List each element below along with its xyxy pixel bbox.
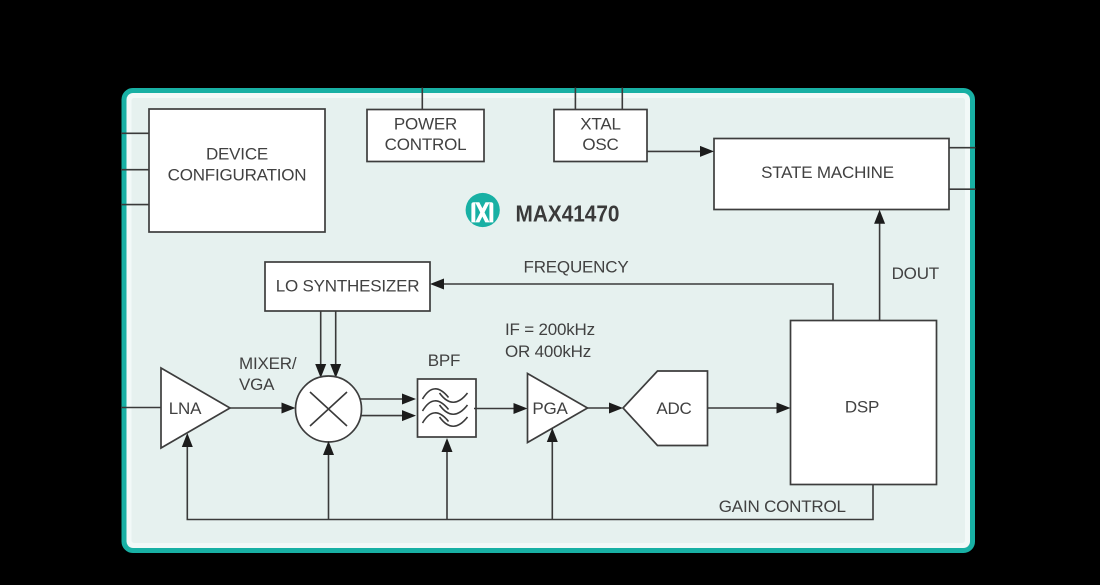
svg-text:DOUT: DOUT	[892, 264, 939, 283]
svg-text:OR 400kHz: OR 400kHz	[505, 342, 591, 361]
svg-text:ADC: ADC	[656, 399, 691, 418]
svg-text:XTAL: XTAL	[580, 115, 620, 134]
svg-text:MIXER/: MIXER/	[239, 354, 297, 373]
svg-text:OSC: OSC	[582, 135, 618, 154]
svg-text:CONTROL: CONTROL	[385, 135, 467, 154]
svg-text:LNA: LNA	[169, 399, 202, 418]
svg-text:PGA: PGA	[532, 399, 568, 418]
svg-text:LO SYNTHESIZER: LO SYNTHESIZER	[276, 277, 420, 296]
svg-text:CONFIGURATION: CONFIGURATION	[168, 165, 307, 184]
svg-text:STATE MACHINE: STATE MACHINE	[761, 163, 894, 182]
svg-text:BPF: BPF	[428, 351, 460, 370]
svg-text:DSP: DSP	[845, 398, 879, 417]
svg-text:DEVICE: DEVICE	[206, 145, 268, 164]
svg-text:POWER: POWER	[394, 115, 457, 134]
svg-text:VGA: VGA	[239, 375, 275, 394]
svg-text:GAIN CONTROL: GAIN CONTROL	[719, 497, 846, 516]
svg-text:IF = 200kHz: IF = 200kHz	[505, 320, 595, 339]
svg-text:MAX41470: MAX41470	[516, 201, 620, 227]
svg-text:FREQUENCY: FREQUENCY	[524, 257, 629, 276]
